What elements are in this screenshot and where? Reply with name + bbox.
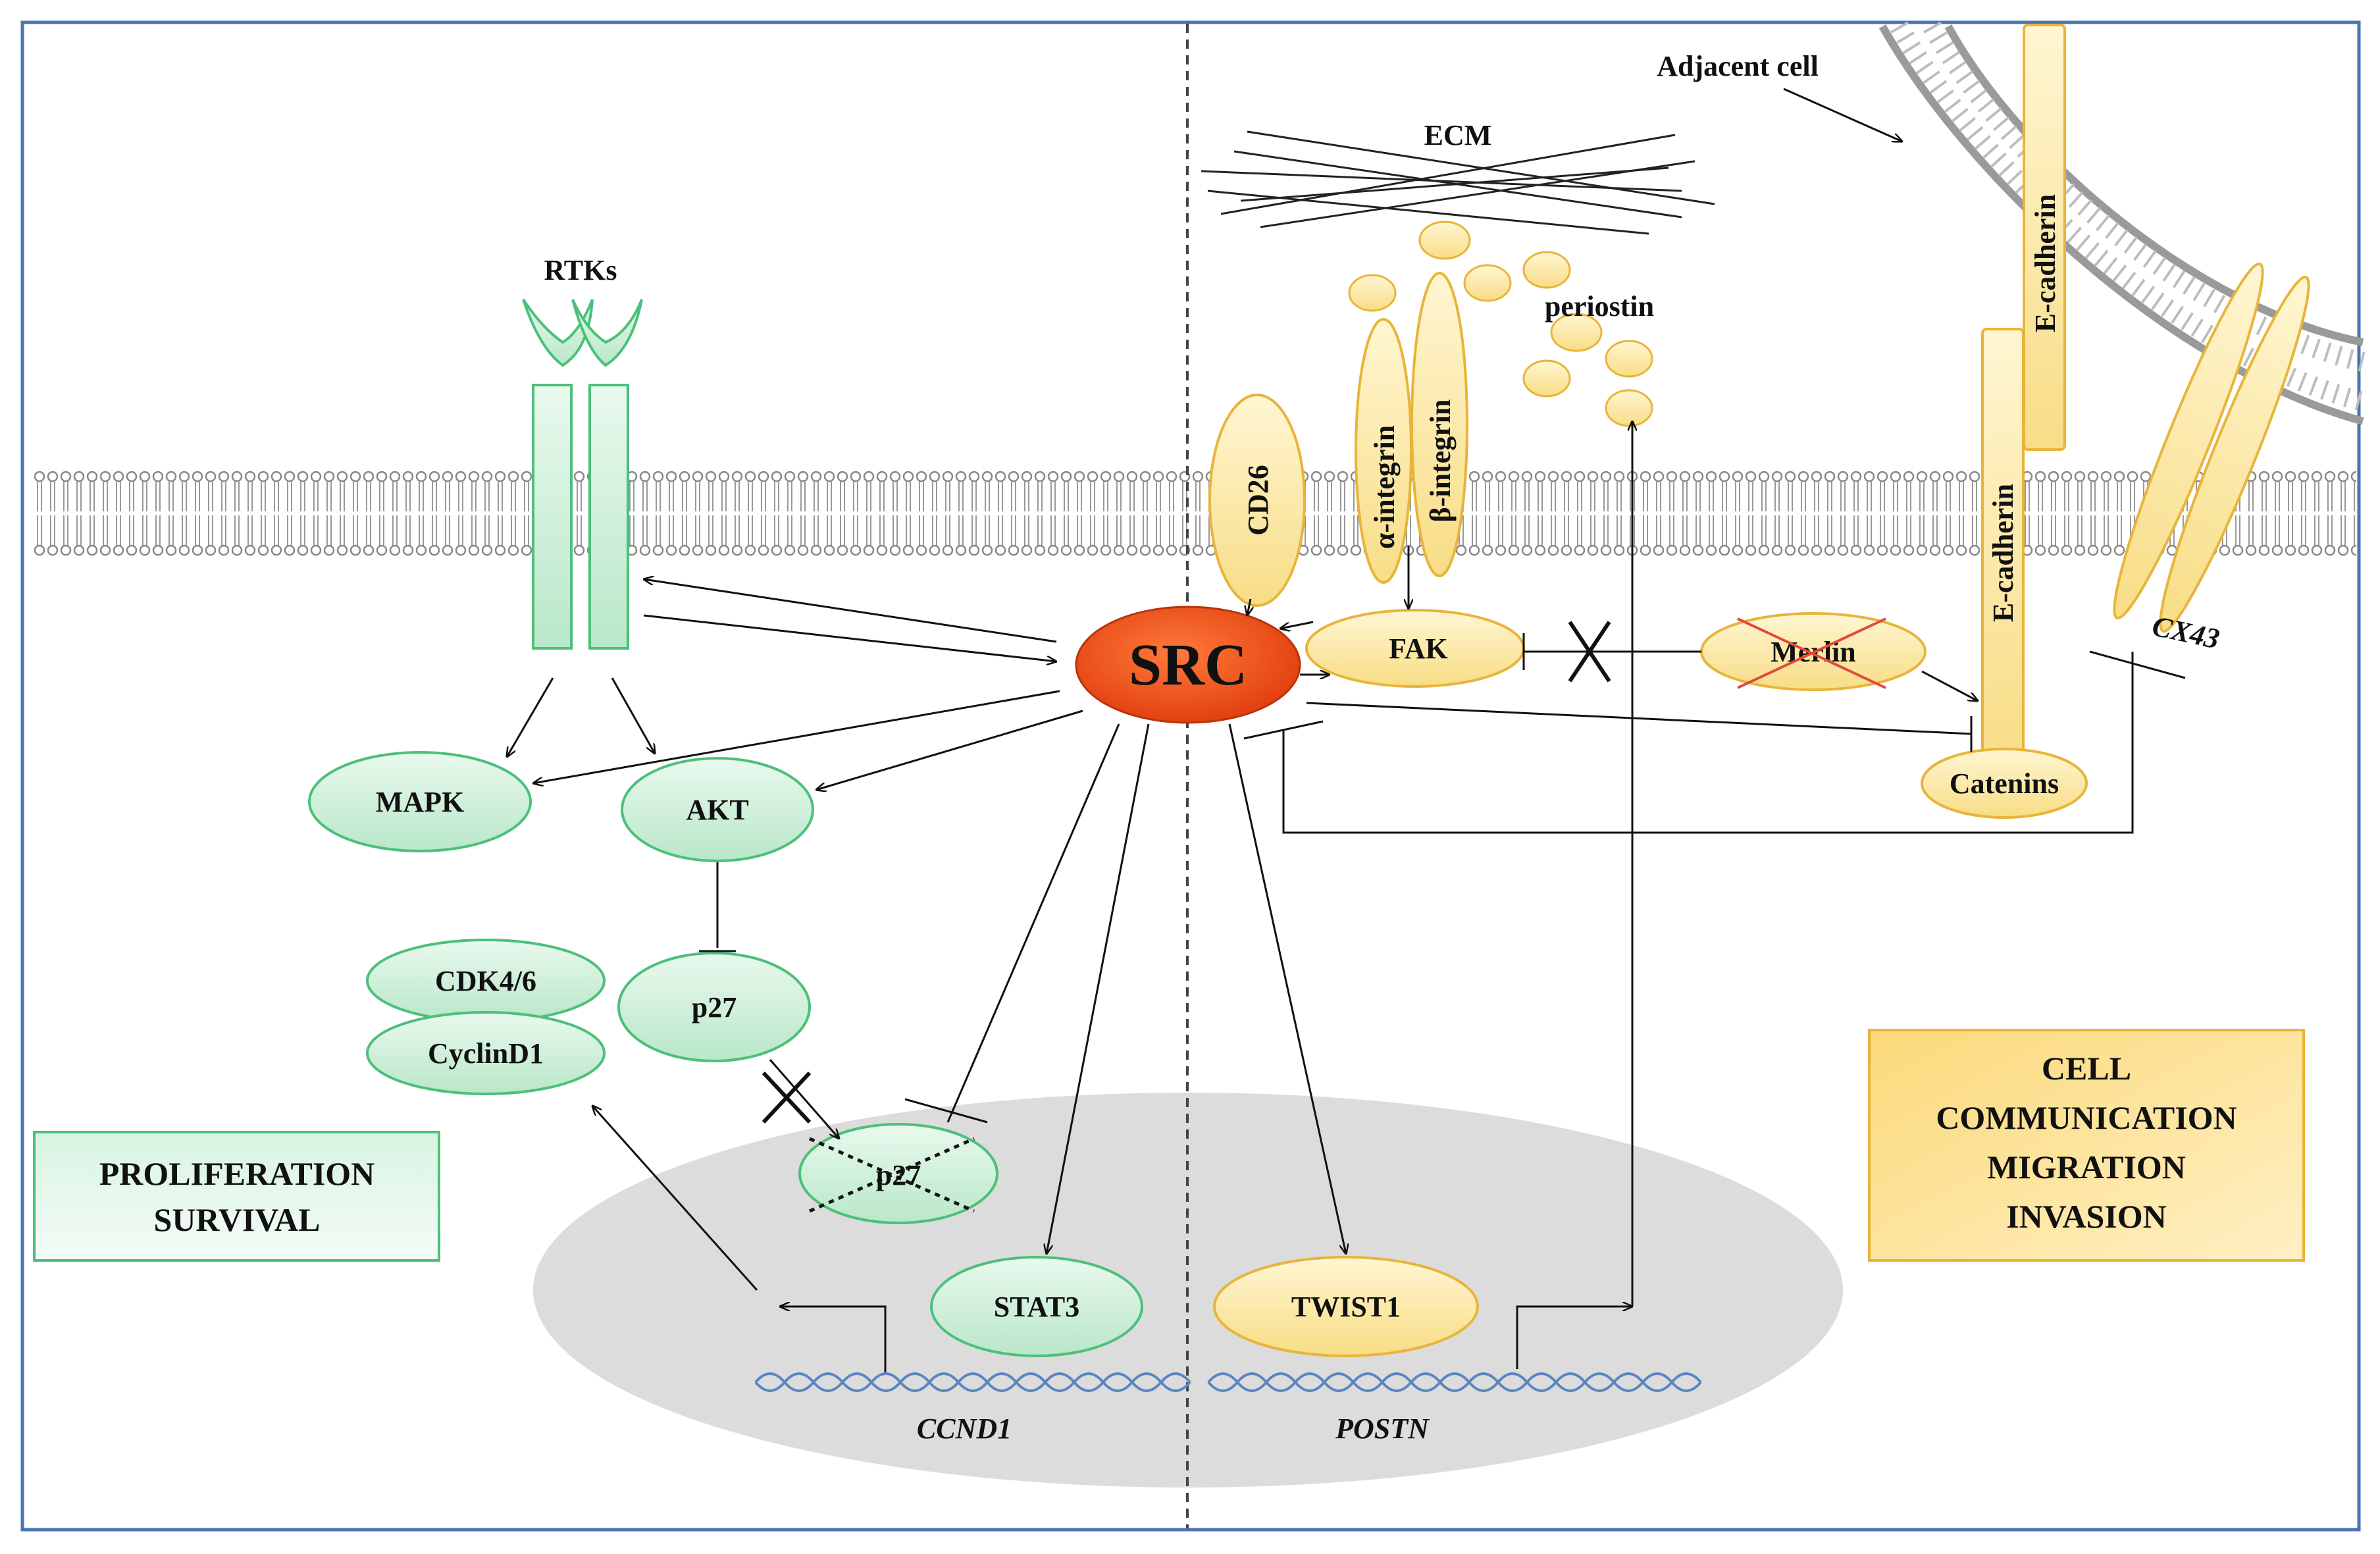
src-label: SRC bbox=[1129, 633, 1247, 698]
edge-src-to-rtk bbox=[644, 579, 1057, 643]
twist1-label: TWIST1 bbox=[1291, 1291, 1401, 1323]
cd26-label: CD26 bbox=[1242, 465, 1274, 536]
migration-line-4: INVASION bbox=[2006, 1198, 2167, 1235]
p27-nuclear-cross bbox=[808, 1137, 975, 1213]
migration-line-3: MIGRATION bbox=[1987, 1149, 2186, 1185]
p27-label: p27 bbox=[692, 991, 737, 1023]
e-cadherin-adjacent-label: E-cadherin bbox=[2029, 194, 2061, 332]
block-cross-merlin-fak bbox=[1568, 621, 1611, 683]
merlin-cross bbox=[1737, 617, 1886, 689]
e-cadherin-adjacent bbox=[2023, 24, 2066, 451]
edge-ccnd1-to-cyclind1 bbox=[592, 1106, 758, 1291]
alpha-integrin-label: α-integrin bbox=[1368, 425, 1401, 549]
periostin-dots bbox=[1348, 220, 1653, 427]
proliferation-line-2: SURVIVAL bbox=[154, 1201, 321, 1238]
akt-label: AKT bbox=[686, 794, 748, 826]
mapk-label: MAPK bbox=[376, 786, 464, 818]
adjacent-cell-label: Adjacent cell bbox=[1657, 50, 1819, 82]
twist1-node bbox=[1213, 1256, 1479, 1357]
dna-postn bbox=[1207, 1372, 1702, 1392]
cdk46-label: CDK4/6 bbox=[435, 965, 536, 997]
edge-rtk-to-akt bbox=[611, 677, 655, 754]
beta-integrin-node bbox=[1410, 272, 1468, 577]
p27-node bbox=[617, 952, 811, 1062]
periostin-label: periostin bbox=[1545, 290, 1654, 323]
e-cadherin-cell-label: E-cadherin bbox=[1987, 484, 2019, 622]
edge-merlin-to-ecadherin bbox=[1921, 670, 1978, 701]
fak-label: FAK bbox=[1389, 633, 1448, 665]
block-cross-p27-translocation bbox=[762, 1071, 812, 1124]
p27-nuclear-label: p27 bbox=[876, 1159, 921, 1191]
cell-membrane bbox=[33, 471, 2356, 556]
proliferation-line-1: PROLIFERATION bbox=[99, 1155, 375, 1192]
cd26-node bbox=[1208, 394, 1306, 607]
dna-ccnd1 bbox=[754, 1372, 1191, 1392]
mapk-node bbox=[308, 751, 532, 852]
cx43-channel bbox=[2113, 262, 2310, 633]
migration-line-1: CELL bbox=[2042, 1050, 2131, 1087]
edge-src-to-stat3 bbox=[1047, 723, 1150, 1254]
src-node bbox=[1075, 606, 1301, 724]
catenins-label: Catenins bbox=[1950, 767, 2059, 800]
edge-cd26-to-src bbox=[1247, 598, 1251, 615]
edge-fak-to-src bbox=[1280, 621, 1314, 629]
edge-src-inhibits-catenins bbox=[1306, 702, 1972, 735]
edge-src-to-akt bbox=[816, 710, 1083, 790]
ecm-label: ECM bbox=[1424, 119, 1492, 151]
rtk-receptors bbox=[522, 298, 643, 650]
cyclind1-node bbox=[366, 1011, 606, 1095]
edge-rtk-to-src bbox=[643, 614, 1056, 661]
proliferation-box bbox=[33, 1131, 440, 1262]
migration-box bbox=[1868, 1029, 2305, 1262]
edge-rtk-to-mapk bbox=[507, 677, 554, 757]
cyclind1-label: CyclinD1 bbox=[428, 1037, 544, 1070]
akt-node bbox=[621, 757, 814, 862]
catenins-node bbox=[1921, 748, 2088, 819]
stat3-label: STAT3 bbox=[994, 1291, 1079, 1323]
postn-label: POSTN bbox=[1335, 1412, 1430, 1445]
adjacent-cell-arrow bbox=[1783, 88, 1902, 142]
edge-p27-to-nuclear bbox=[769, 1059, 839, 1139]
edge-cx43-inhibits-src bbox=[1282, 652, 2134, 834]
ccnd1-label: CCND1 bbox=[917, 1412, 1012, 1445]
ecm-fibers bbox=[1201, 130, 1715, 235]
edge-postn-expression bbox=[1516, 1307, 1632, 1369]
edge-src-to-twist1 bbox=[1228, 723, 1346, 1254]
edge-src-inhibits-p27 bbox=[946, 723, 1120, 1123]
stat3-node bbox=[930, 1256, 1143, 1357]
edge-ccnd1-expression bbox=[780, 1307, 887, 1372]
migration-line-2: COMMUNICATION bbox=[1936, 1099, 2237, 1136]
edge-src-to-mapk bbox=[533, 690, 1060, 783]
rtks-label: RTKs bbox=[544, 254, 617, 286]
pathway-edges bbox=[507, 421, 2186, 1372]
beta-integrin-label: β-integrin bbox=[1424, 400, 1457, 523]
